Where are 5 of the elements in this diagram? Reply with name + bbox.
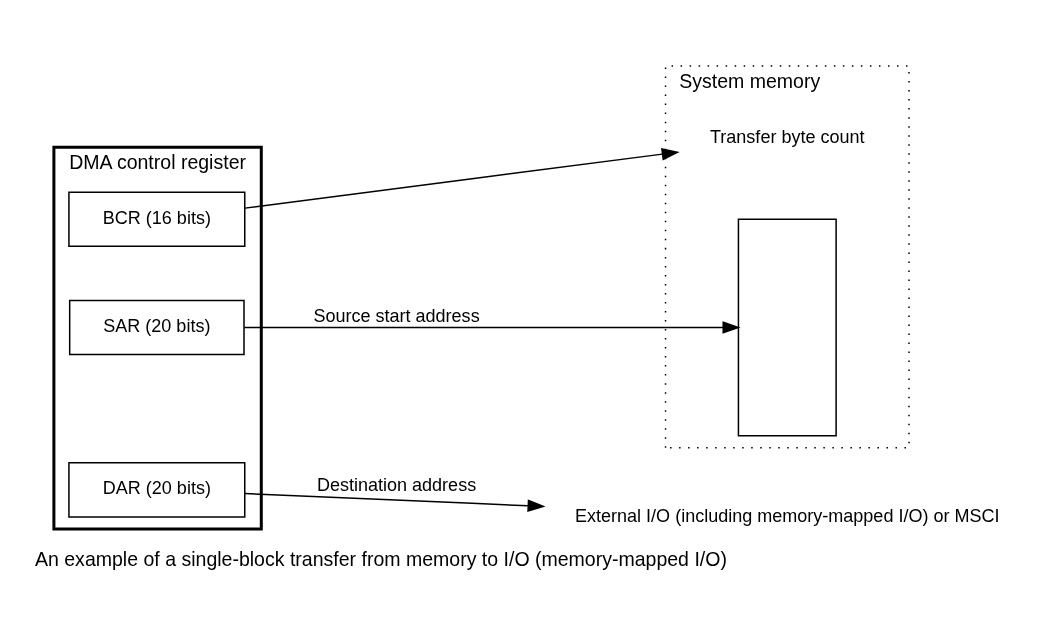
- caption: An example of a single-block transfer from memory to I/O (memory-mapped I/O): [34, 547, 727, 570]
- node-text: External I/O (including memory-mapped I/O) or MSCI: [575, 505, 1000, 526]
- edge-label: Source start address: [313, 306, 480, 327]
- edge-label: Destination address: [316, 474, 477, 495]
- node-text: Transfer byte count: [710, 126, 865, 147]
